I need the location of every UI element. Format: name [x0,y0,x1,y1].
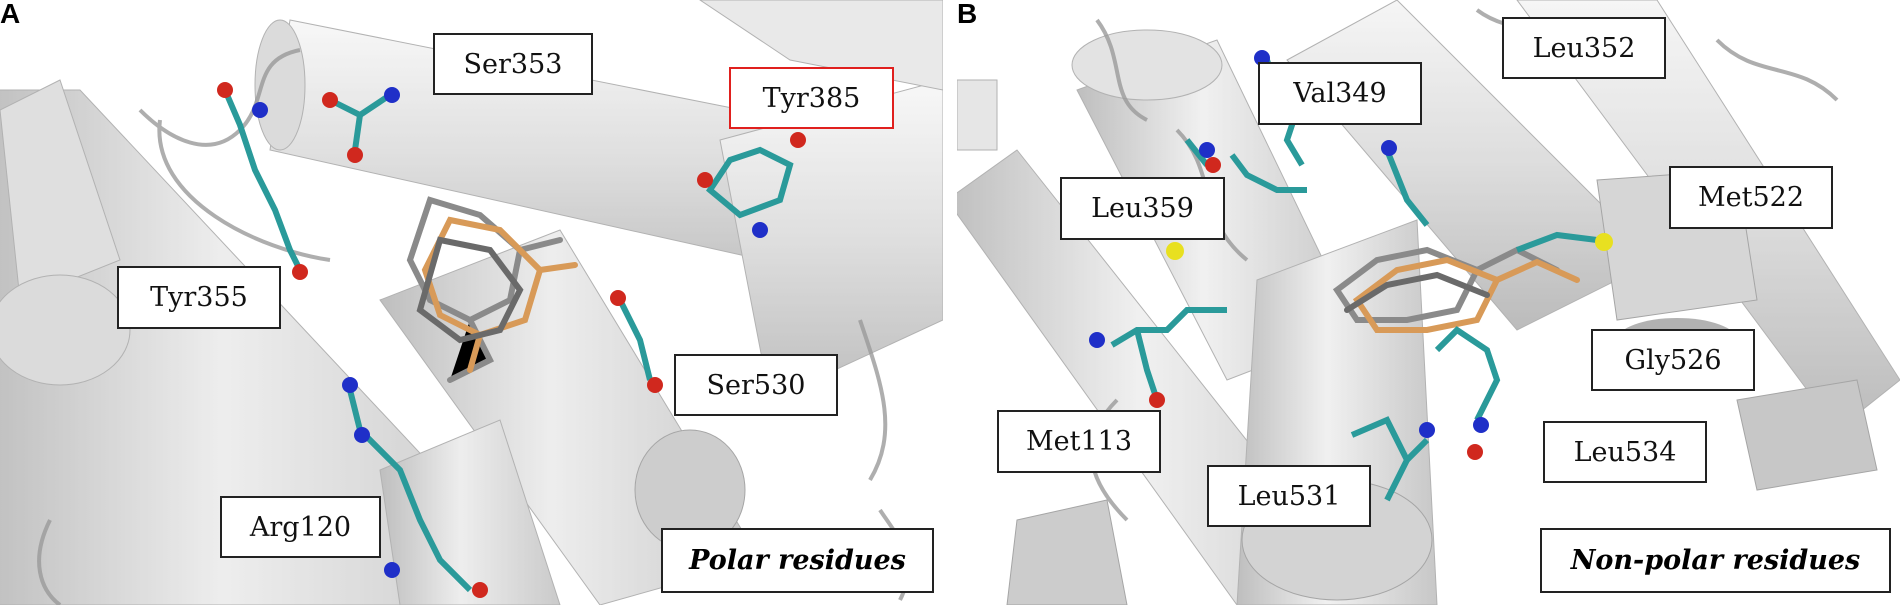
panel-caption: Polar residues [661,528,934,593]
residue-label-ser530: Ser530 [674,354,838,416]
residue-label-val349: Val349 [1258,62,1422,125]
panel-letter: A [0,0,21,29]
residue-label-arg120: Arg120 [220,496,381,558]
panel-b: B Leu352 Val349 Met522 Leu359 Gly526 Met… [957,0,1900,605]
residue-label-leu359: Leu359 [1060,177,1225,240]
residue-label-met113: Met113 [997,410,1161,473]
residue-label-gly526: Gly526 [1591,329,1755,391]
ligand-stack [406,196,578,383]
residue-label-tyr355: Tyr355 [117,266,281,329]
panel-a: A Ser353 Tyr385 Tyr355 Ser530 Arg120 Pol… [0,0,943,605]
residue-label-ser353: Ser353 [433,33,593,95]
residue-label-met522: Met522 [1669,166,1833,229]
protein-structure-render-b [957,0,1900,605]
residue-label-leu531: Leu531 [1207,465,1371,527]
residue-label-leu534: Leu534 [1543,421,1707,483]
helix-cylinders [957,0,1900,605]
residue-sticks [222,88,794,593]
residue-atoms [217,82,806,598]
residue-atoms [1089,50,1613,460]
panel-letter: B [957,0,978,29]
panel-caption: Non-polar residues [1540,528,1891,593]
residue-label-tyr385: Tyr385 [729,67,894,129]
residue-label-leu352: Leu352 [1502,17,1666,79]
